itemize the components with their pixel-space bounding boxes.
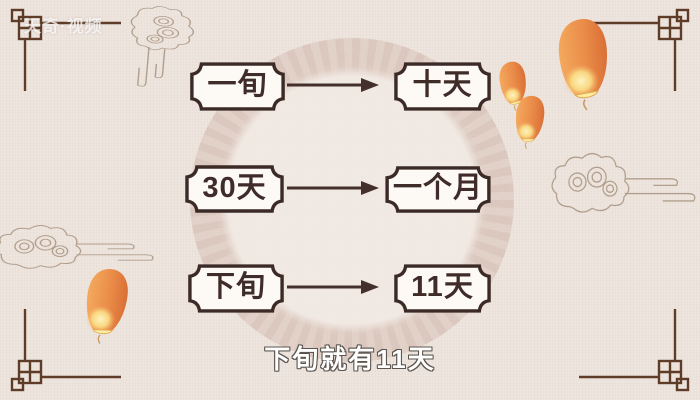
corner-knot-border-icon <box>579 309 690 392</box>
plaque-border <box>394 264 491 313</box>
sky-lantern-icon <box>558 19 607 111</box>
auspicious-cloud-icon <box>130 6 195 87</box>
term-box: 30天 <box>185 165 284 213</box>
arrow-right-icon <box>287 78 379 92</box>
auspicious-cloud-icon <box>0 225 154 269</box>
sky-lantern-icon <box>515 95 545 149</box>
sky-lantern-icon <box>85 269 128 344</box>
corner-knot-border-icon <box>10 309 121 392</box>
arrow-right-icon <box>287 181 379 195</box>
result-box: 11天 <box>394 264 491 313</box>
subtitle-text: 下旬就有11天 <box>264 344 436 374</box>
arrow-right-icon <box>287 280 379 294</box>
auspicious-cloud-icon <box>551 152 696 213</box>
plaque-border <box>385 166 491 213</box>
term-box: 下旬 <box>188 264 284 313</box>
result-label: 一个月 <box>392 172 483 204</box>
corner-knot-border-icon <box>10 8 121 91</box>
plaque-border <box>185 165 284 213</box>
result-label: 十天 <box>412 69 473 101</box>
plaque-border <box>188 264 284 313</box>
term-label: 30天 <box>202 171 267 204</box>
plaque-border <box>190 62 285 111</box>
watermark-text: 天奇·视频 <box>24 17 103 36</box>
result-label: 11天 <box>411 271 474 303</box>
term-label: 下旬 <box>205 271 266 303</box>
term-box: 一旬 <box>190 62 285 111</box>
sky-lantern-icon <box>499 61 526 111</box>
result-box: 十天 <box>394 62 491 111</box>
result-box: 一个月 <box>385 166 491 213</box>
plaque-border <box>394 62 491 111</box>
term-label: 一旬 <box>207 69 268 101</box>
